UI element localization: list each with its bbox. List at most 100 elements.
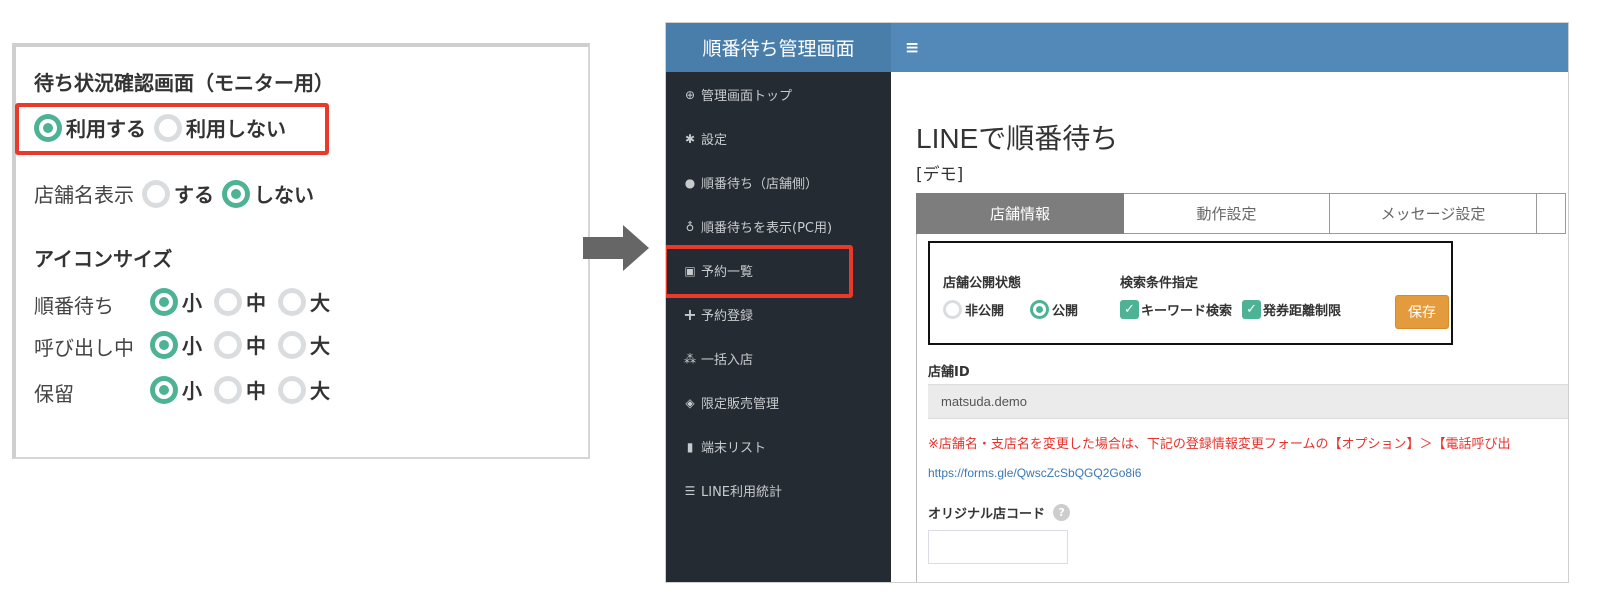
list-icon: ☰ [684,483,696,498]
size-large-label: 大 [310,291,330,315]
size-medium-label: 中 [246,379,266,403]
search-conditions-label: 検索条件指定 [1120,276,1199,291]
radio-display-no-label: しない [254,183,314,207]
user-outline-icon: ♁ [685,219,695,234]
radio-size-small[interactable] [150,287,178,316]
sidebar-item-label: LINE利用統計 [701,485,783,500]
icon-size-row-label: 呼び出し中 [34,336,134,360]
top-header-bar: ≡ [891,23,1568,72]
sidebar-item-label: 限定販売管理 [701,397,780,412]
sidebar: ⊕ 管理画面トップ ✱ 設定 ● 順番待ち（店舗側） ♁ 順番待ちを表示(PC用… [666,72,891,582]
store-id-field[interactable]: matsuda.demo [928,384,1568,419]
sidebar-item-label: 設定 [701,133,728,148]
radio-display-yes-label: する [174,183,214,207]
plus-icon: + [683,305,697,324]
right-arrow-icon [583,225,649,271]
tab-message-settings[interactable]: メッセージ設定 [1330,193,1537,234]
sidebar-item-label: 端末リスト [701,441,767,456]
sidebar-item-reservation-list[interactable]: ▣ 予約一覧 [682,261,753,281]
size-large-label: 大 [310,379,330,403]
radio-display-yes[interactable] [142,179,170,208]
store-name-display-group: 店舗名表示 する しない [34,179,322,208]
cube-icon: ◈ [685,395,695,410]
icon-size-row-waiting: 順番待ち 小 中 大 [34,284,342,319]
user-icon: ● [684,175,696,190]
radio-size-large[interactable] [278,287,306,316]
monitor-settings-panel: 待ち状況確認画面（モニター用） 利用する 利用しない 店舗名表示 する しない … [12,43,590,459]
sidebar-item-device-list[interactable]: ▮ 端末リスト [682,437,767,457]
monitor-settings-title: 待ち状況確認画面（モニター用） [34,71,334,95]
size-small-label: 小 [182,379,202,403]
original-store-code-label: オリジナル店コード [928,507,1046,522]
brand-title[interactable]: 順番待ち管理画面 [666,23,891,72]
settings-tabs: 店舗情報 動作設定 メッセージ設定 [916,193,1566,234]
users-icon: ⁂ [684,351,696,366]
original-store-code-row: オリジナル店コード ? [928,503,1071,522]
radio-public[interactable] [1030,300,1050,319]
address-card-icon: ▣ [684,263,696,278]
search-checkbox-group: ✓ キーワード検索 ✓ 発券距離制限 [1120,300,1341,319]
page-title: LINEで順番待ち [916,123,1119,154]
radio-private[interactable] [943,300,962,319]
icon-size-row-hold: 保留 小 中 大 [34,372,342,407]
globe-icon: ⊕ [684,87,696,102]
page-subtitle: [デモ] [916,165,964,185]
radio-use-selected[interactable] [34,113,62,142]
sidebar-item-reservation-register[interactable]: + 予約登録 [682,305,753,324]
size-small-label: 小 [182,334,202,358]
tab-store-info[interactable]: 店舗情報 [916,193,1124,234]
icon-size-row-calling: 呼び出し中 小 中 大 [34,328,342,361]
icon-size-heading: アイコンサイズ [34,247,173,271]
radio-display-no[interactable] [222,179,250,208]
tab-behavior-settings[interactable]: 動作設定 [1124,193,1330,234]
radio-size-small[interactable] [150,330,178,359]
sidebar-item-queue-display-pc[interactable]: ♁ 順番待ちを表示(PC用) [682,217,832,237]
save-button[interactable]: 保存 [1395,295,1449,329]
store-name-display-label: 店舗名表示 [34,183,134,207]
hamburger-menu-icon[interactable]: ≡ [905,37,920,58]
tab-more[interactable] [1537,193,1566,234]
sidebar-item-settings[interactable]: ✱ 設定 [682,129,728,149]
store-name-change-warning: ※店舗名・支店名を変更した場合は、下記の登録情報変更フォームの【オプション】＞【… [928,437,1511,452]
size-medium-label: 中 [246,334,266,358]
radio-private-label: 非公開 [965,304,1005,319]
sidebar-item-limited-sales[interactable]: ◈ 限定販売管理 [682,393,780,413]
sidebar-item-bulk-entry[interactable]: ⁂ 一括入店 [682,349,754,369]
checkbox-distance-limit[interactable]: ✓ [1242,300,1262,319]
sidebar-item-admin-top[interactable]: ⊕ 管理画面トップ [682,85,793,105]
sidebar-item-queue-store[interactable]: ● 順番待ち（店舗側） [682,173,818,193]
size-medium-label: 中 [246,291,266,315]
store-info-panel: 店舗公開状態 検索条件指定 非公開 公開 ✓ キーワード検索 ✓ 発券距離制限 … [916,234,1568,582]
tablet-icon: ▮ [686,439,694,454]
sidebar-item-label: 予約登録 [701,309,754,324]
radio-size-medium[interactable] [214,375,242,404]
icon-size-row-label: 順番待ち [34,294,114,318]
checkbox-keyword-search-label: キーワード検索 [1141,304,1233,319]
registration-change-form-link[interactable]: https://forms.gle/QwscZcSbQGQ2Go8i6 [928,466,1142,480]
checkbox-distance-limit-label: 発券距離制限 [1263,304,1342,319]
highlight-box [15,103,329,155]
checkbox-keyword-search[interactable]: ✓ [1120,300,1139,319]
store-id-label: 店舗ID [928,365,970,380]
radio-size-small[interactable] [150,375,178,404]
size-large-label: 大 [310,334,330,358]
radio-not-use[interactable] [154,113,182,142]
size-small-label: 小 [182,291,202,315]
radio-size-large[interactable] [278,375,306,404]
main-content: LINEで順番待ち [デモ] 店舗情報 動作設定 メッセージ設定 店舗公開状態 … [891,72,1568,582]
sidebar-item-label: 管理画面トップ [701,89,793,104]
radio-size-large[interactable] [278,330,306,359]
radio-size-medium[interactable] [214,287,242,316]
publish-settings-box: 店舗公開状態 検索条件指定 非公開 公開 ✓ キーワード検索 ✓ 発券距離制限 … [928,241,1453,345]
publish-status-label: 店舗公開状態 [943,276,1022,291]
radio-use-label: 利用する [66,117,146,141]
publish-radio-group: 非公開 公開 [943,300,1078,319]
sidebar-item-line-stats[interactable]: ☰ LINE利用統計 [682,481,783,501]
original-store-code-input[interactable] [928,530,1068,564]
help-icon[interactable]: ? [1053,504,1071,521]
radio-size-medium[interactable] [214,330,242,359]
admin-app-window: 順番待ち管理画面 ≡ ⊕ 管理画面トップ ✱ 設定 ● 順番待ち（店舗側） ♁ … [665,22,1569,583]
radio-not-use-label: 利用しない [186,117,286,141]
highlight-box [666,245,853,298]
sidebar-item-label: 一括入店 [701,353,754,368]
